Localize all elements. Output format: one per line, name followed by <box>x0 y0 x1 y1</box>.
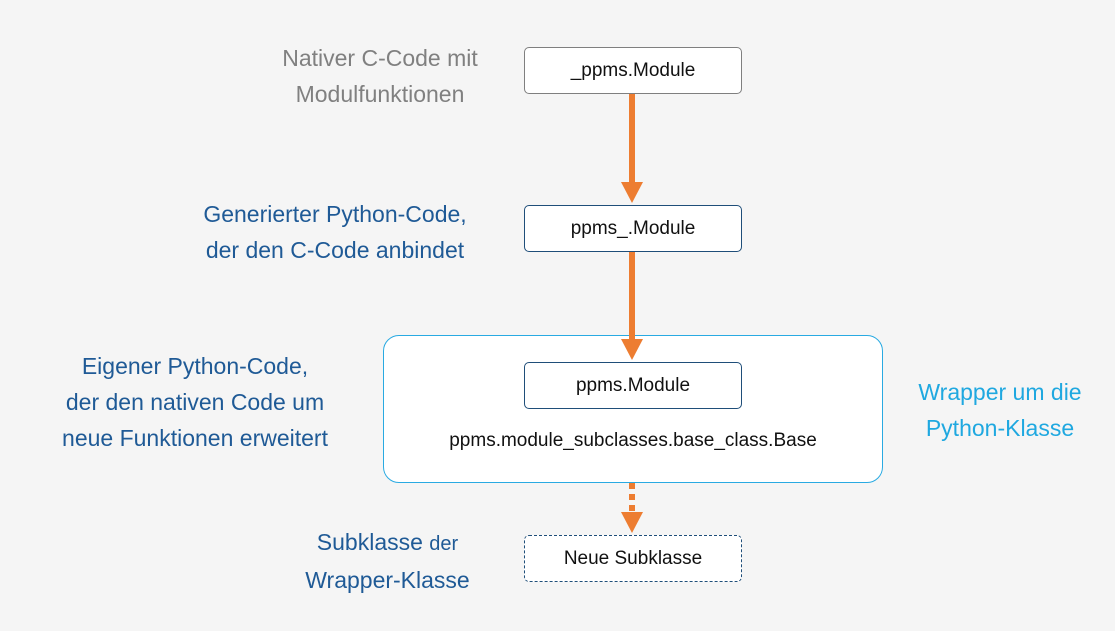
wrapper-label-line1: Wrapper um die <box>918 379 1082 405</box>
subclass-label-line1: Subklasse der <box>250 524 525 562</box>
subclass-label: Subklasse der Wrapper-Klasse <box>250 524 525 598</box>
own-code-label: Eigener Python-Code, der den nativen Cod… <box>15 348 375 456</box>
wrapper-label: Wrapper um die Python-Klasse <box>895 374 1105 446</box>
generated-code-label: Generierter Python-Code, der den C-Code … <box>150 196 520 268</box>
new-subclass-box: Neue Subklasse <box>524 535 742 582</box>
own-code-label-line2: der den nativen Code um <box>65 389 325 415</box>
native-module-box: _ppms.Module <box>524 47 742 94</box>
own-module-box: ppms.Module <box>524 362 742 409</box>
base-class-text: ppms.module_subclasses.base_class.Base <box>449 430 817 451</box>
own-code-label-line3: neue Funktionen erweitert <box>62 425 328 451</box>
arrow-native-to-generated <box>621 94 643 203</box>
subclass-label-line2: Wrapper-Klasse <box>305 567 470 593</box>
generated-code-label-line2: der den C-Code anbindet <box>205 237 465 263</box>
generated-code-label-line1: Generierter Python-Code, <box>203 201 467 227</box>
native-code-label-line1: Nativer C-Code mit <box>282 45 478 71</box>
native-code-label: Nativer C-Code mit Modulfunktionen <box>200 40 560 112</box>
subclass-label-der: der <box>429 533 459 555</box>
wrapper-label-line2: Python-Klasse <box>925 415 1075 441</box>
generated-module-box: ppms_.Module <box>524 205 742 252</box>
arrow-generated-to-own <box>621 252 643 360</box>
arrow-wrapper-to-subclass-dashed <box>621 483 643 533</box>
native-code-label-line2: Modulfunktionen <box>295 81 465 107</box>
subclass-label-word: Subklasse <box>316 529 423 555</box>
own-code-label-line1: Eigener Python-Code, <box>81 353 309 379</box>
